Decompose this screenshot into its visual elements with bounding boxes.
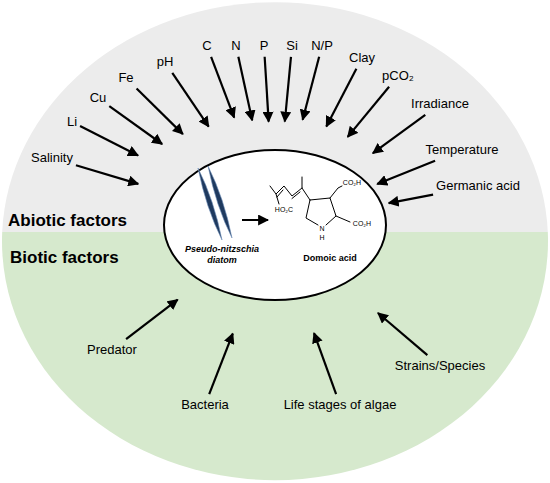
factor-label: N/P [311,38,333,54]
chemical-label: H [319,234,324,242]
factor-label: Li [67,114,77,130]
factor-label: Fe [118,70,133,86]
factor-label: Bacteria [181,397,229,413]
factor-label: pH [157,54,174,70]
factor-label: Temperature [426,142,499,158]
production-arrow [242,219,268,221]
factor-label: Life stages of algae [284,397,397,413]
cell-outline [164,150,386,300]
factor-label: Salinity [31,150,73,166]
factor-label: Cu [90,90,107,106]
abiotic-band-shape [0,0,550,232]
node-title: Abiotic factors [8,211,168,231]
node-caption: Domoic acid [293,253,367,264]
chemical-label: CO₂H [343,179,361,187]
factor-label: Irradiance [411,96,469,112]
factor-label: N [231,38,240,54]
chemical-label: HO₂C [275,206,293,214]
chemical-label: CO₂H [353,220,371,228]
node-title: Pseudo-nitzschia diatom [182,244,262,266]
biotic-band-shape [0,232,550,483]
factor-label: Si [286,38,298,54]
biotic-band: Biotic factors [0,232,550,483]
factor-label: Germanic acid [436,178,520,194]
factor-label: pCO₂ [382,68,414,84]
abiotic-band: Abiotic factors [0,0,550,232]
factor-label: Strains/Species [395,358,485,374]
factor-label: Clay [349,50,375,66]
factor-label: P [260,38,269,54]
factor-label: C [202,38,211,54]
chemical-label: N [319,225,324,233]
node-title: Biotic factors [10,248,170,268]
factor-label: Predator [87,342,137,358]
